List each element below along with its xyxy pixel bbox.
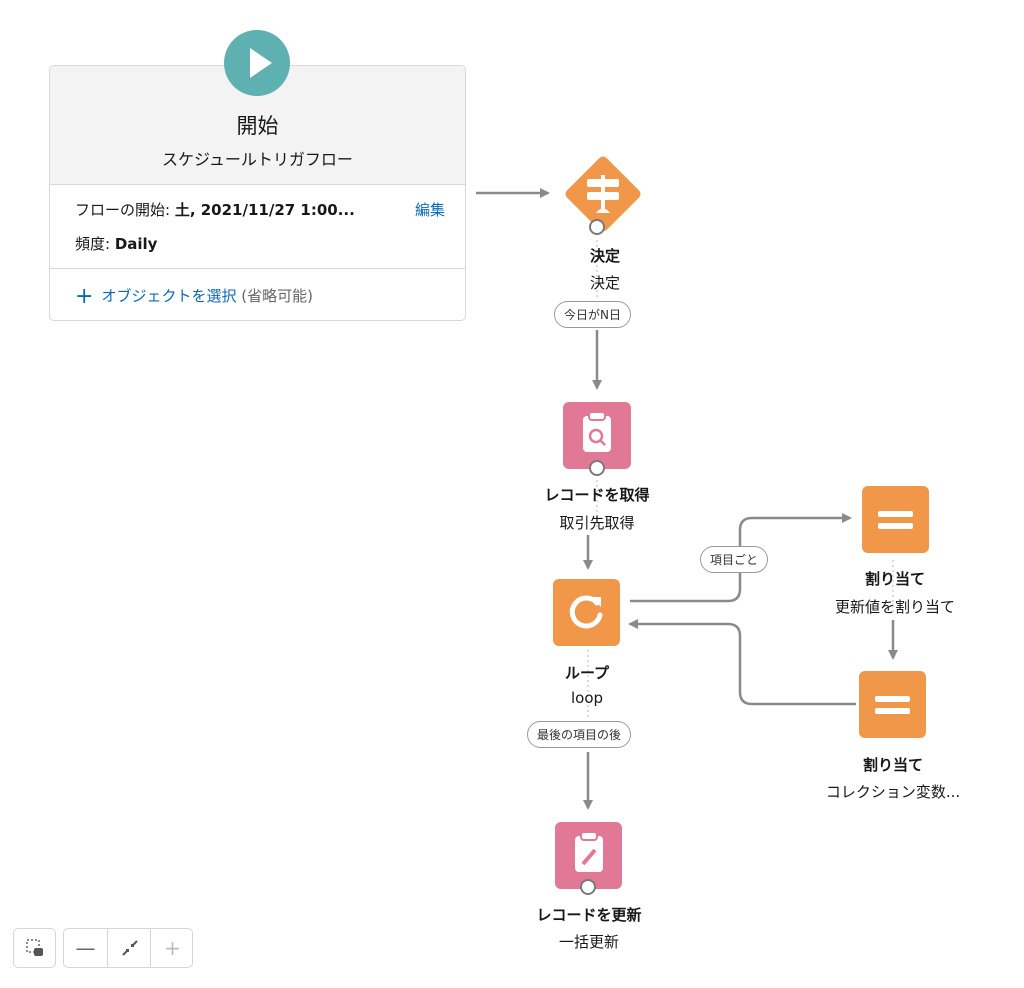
- frequency-value: Daily: [114, 235, 158, 253]
- decision-node[interactable]: [563, 154, 643, 234]
- minus-icon: —: [75, 936, 96, 960]
- flow-start-value: 土, 2021/11/27 1:00...: [174, 201, 355, 219]
- start-card-header: 開始 スケジュールトリガフロー: [50, 66, 465, 185]
- clipboard-edit-icon: [575, 831, 603, 872]
- frequency-label: 頻度:: [75, 235, 115, 253]
- select-object-link[interactable]: + オブジェクトを選択 (省略可能): [75, 284, 313, 309]
- shrink-arrows-icon: [121, 940, 138, 956]
- optional-label: (省略可能): [236, 287, 313, 305]
- select-object-label: オブジェクトを選択: [101, 287, 237, 305]
- after-last-pill[interactable]: 最後の項目の後: [527, 721, 632, 748]
- flow-start-label: フローの開始:: [75, 201, 175, 219]
- zoom-out-button[interactable]: —: [64, 929, 107, 967]
- frequency-row: 頻度: Daily: [75, 233, 157, 254]
- start-title: 開始: [236, 114, 279, 138]
- loop-node[interactable]: [553, 579, 620, 646]
- loop-icon: [569, 595, 603, 629]
- flow-start-row: フローの開始: 土, 2021/11/27 1:00...: [75, 199, 355, 220]
- fit-view-button[interactable]: [107, 929, 151, 967]
- signpost-icon: [587, 175, 619, 213]
- get-records-type-label: レコードを取得: [544, 486, 650, 504]
- update-records-name: 一括更新: [558, 933, 619, 951]
- assignment-1-type-label: 割り当て: [864, 570, 925, 588]
- pan-mode-button[interactable]: [14, 929, 55, 967]
- assignment-node-1[interactable]: [862, 486, 929, 553]
- decision-name: 決定: [589, 274, 620, 292]
- loop-type-label: ループ: [564, 664, 610, 682]
- edit-schedule-link[interactable]: 編集: [414, 201, 445, 219]
- assignment-2-type-label: 割り当て: [862, 756, 923, 774]
- zoom-in-button[interactable]: +: [150, 929, 194, 967]
- clipboard-search-icon: [583, 411, 611, 452]
- play-icon: [224, 30, 290, 96]
- equals-icon: [875, 696, 910, 714]
- assignment-1-name: 更新値を割り当て: [834, 598, 955, 616]
- outcome-pill-today-n[interactable]: 今日がN日: [554, 301, 631, 328]
- equals-icon: [878, 511, 913, 529]
- update-records-connector-handle[interactable]: [580, 879, 596, 895]
- start-element-card[interactable]: 開始 スケジュールトリガフロー フローの開始: 土, 2021/11/27 1:…: [49, 65, 466, 321]
- update-records-type-label: レコードを更新: [536, 906, 642, 924]
- start-subtitle: スケジュールトリガフロー: [162, 150, 353, 169]
- update-records-node[interactable]: [555, 822, 622, 889]
- assignment-2-name: コレクション変数...: [825, 783, 961, 801]
- pan-select-control: [13, 928, 56, 968]
- zoom-controls: — +: [63, 928, 193, 968]
- divider: [50, 268, 465, 269]
- decision-connector-handle[interactable]: [589, 219, 605, 235]
- connector-assign2-to-loop: [628, 619, 856, 706]
- plus-icon: +: [164, 936, 181, 960]
- get-records-connector-handle[interactable]: [589, 460, 605, 476]
- loop-name: loop: [570, 689, 604, 707]
- get-records-node[interactable]: [563, 402, 631, 469]
- get-records-name: 取引先取得: [559, 514, 635, 532]
- for-each-pill[interactable]: 項目ごと: [700, 546, 769, 573]
- selection-hand-icon: [25, 939, 43, 956]
- assignment-node-2[interactable]: [859, 671, 926, 738]
- decision-type-label: 決定: [589, 247, 620, 265]
- plus-icon: +: [75, 284, 94, 309]
